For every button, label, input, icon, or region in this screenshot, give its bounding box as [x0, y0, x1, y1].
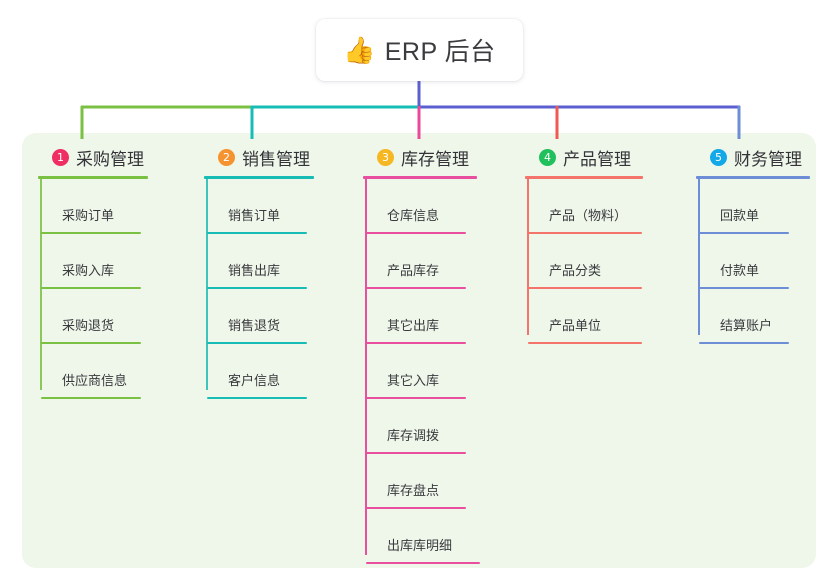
branch-column-4: 4 产品管理产品（物料） 产品分类产品单位	[525, 144, 643, 344]
leaf-underline	[366, 397, 466, 399]
leaf-underline	[207, 397, 307, 399]
leaf-label: 销售退货	[228, 318, 281, 333]
branch-column-1: 1 采购管理采购订单采购入库采购退货供应商信息	[38, 144, 148, 399]
leaf-underline	[366, 342, 466, 344]
leaf-label: 出库库明细	[387, 538, 453, 553]
leaf-underline	[41, 287, 141, 289]
leaf-label: 产品库存	[387, 263, 440, 278]
leaf-item[interactable]: 出库库明细	[363, 509, 480, 564]
branch-title-3: 库存管理	[401, 149, 469, 169]
diagram-panel	[22, 133, 816, 568]
leaf-underline	[366, 452, 466, 454]
leaf-item[interactable]: 结算账户	[696, 289, 810, 344]
leaf-label: 结算账户	[720, 318, 773, 333]
leaf-underline	[366, 562, 480, 564]
branch-underline-1	[38, 176, 148, 179]
leaf-underline	[366, 507, 466, 509]
leaf-underline	[699, 232, 789, 234]
leaf-underline	[366, 232, 466, 234]
branch-column-3: 3 库存管理仓库信息产品库存其它出库其它入库库存调拨库存盘点出库库明细	[363, 144, 480, 564]
leaf-item[interactable]: 产品单位	[525, 289, 643, 344]
leaf-underline	[699, 287, 789, 289]
branch-badge-4: 4	[539, 148, 556, 166]
leaf-label: 付款单	[720, 263, 760, 278]
branch-badge-1: 1	[52, 148, 69, 166]
branch-title-2: 销售管理	[242, 149, 310, 169]
branch-underline-4	[525, 176, 643, 179]
leaf-underline	[41, 232, 141, 234]
leaf-label: 销售订单	[228, 208, 281, 223]
leaf-label: 其它出库	[387, 318, 440, 333]
leaf-item[interactable]: 回款单	[696, 179, 810, 234]
branch-title-1: 采购管理	[76, 149, 144, 169]
branch-underline-2	[204, 176, 314, 179]
leaf-label: 供应商信息	[62, 373, 128, 388]
leaf-item[interactable]: 其它出库	[363, 289, 477, 344]
branch-header-4[interactable]: 4 产品管理	[525, 144, 643, 170]
thumbs-up-icon: 👍	[343, 35, 376, 65]
leaf-item[interactable]: 采购退货	[38, 289, 148, 344]
leaf-item[interactable]: 付款单	[696, 234, 810, 289]
leaf-item[interactable]: 产品（物料）	[525, 179, 643, 234]
leaf-item[interactable]: 供应商信息	[38, 344, 148, 399]
branch-column-2: 2 销售管理销售订单销售出库销售退货客户信息	[204, 144, 314, 399]
leaf-underline	[699, 342, 789, 344]
leaf-label: 其它入库	[387, 373, 440, 388]
leaf-item[interactable]: 产品库存	[363, 234, 477, 289]
branch-header-1[interactable]: 1 采购管理	[38, 144, 148, 170]
branch-badge-3: 3	[377, 148, 394, 166]
leaf-underline	[366, 287, 466, 289]
leaf-underline	[41, 397, 141, 399]
leaf-label: 采购入库	[62, 263, 115, 278]
leaf-underline	[207, 287, 307, 289]
leaf-item[interactable]: 库存盘点	[363, 454, 477, 509]
branch-title-4: 产品管理	[563, 149, 631, 169]
leaf-label: 产品分类	[549, 263, 602, 278]
leaf-item[interactable]: 销售出库	[204, 234, 314, 289]
leaf-underline	[528, 342, 642, 344]
leaf-underline	[528, 287, 642, 289]
leaf-underline	[41, 342, 141, 344]
leaf-underline	[528, 232, 642, 234]
branch-header-2[interactable]: 2 销售管理	[204, 144, 314, 170]
leaf-item[interactable]: 库存调拨	[363, 399, 477, 454]
branch-column-5: 5 财务管理回款单付款单结算账户	[696, 144, 810, 344]
leaf-label: 销售出库	[228, 263, 281, 278]
leaf-label: 采购订单	[62, 208, 115, 223]
branch-header-5[interactable]: 5 财务管理	[696, 144, 810, 170]
leaf-label: 采购退货	[62, 318, 115, 333]
leaf-item[interactable]: 销售订单	[204, 179, 314, 234]
leaf-item[interactable]: 产品分类	[525, 234, 643, 289]
branch-underline-3	[363, 176, 477, 179]
branch-badge-5: 5	[710, 148, 727, 166]
branch-title-5: 财务管理	[734, 149, 802, 169]
leaf-item[interactable]: 采购订单	[38, 179, 148, 234]
leaf-item[interactable]: 采购入库	[38, 234, 148, 289]
leaf-underline	[207, 342, 307, 344]
leaf-item[interactable]: 客户信息	[204, 344, 314, 399]
leaf-label: 仓库信息	[387, 208, 440, 223]
leaf-label: 产品单位	[549, 318, 602, 333]
leaf-item[interactable]: 销售退货	[204, 289, 314, 344]
root-node[interactable]: 👍 ERP 后台	[316, 19, 523, 81]
leaf-label: 回款单	[720, 208, 760, 223]
branch-badge-2: 2	[218, 148, 235, 166]
root-title: ERP 后台	[384, 38, 496, 66]
leaf-item[interactable]: 其它入库	[363, 344, 477, 399]
branch-underline-5	[696, 176, 810, 179]
leaf-label: 客户信息	[228, 373, 281, 388]
leaf-label: 库存调拨	[387, 428, 440, 443]
leaf-underline	[207, 232, 307, 234]
leaf-label: 库存盘点	[387, 483, 440, 498]
branch-header-3[interactable]: 3 库存管理	[363, 144, 477, 170]
leaf-label: 产品（物料）	[549, 208, 628, 223]
leaf-item[interactable]: 仓库信息	[363, 179, 477, 234]
